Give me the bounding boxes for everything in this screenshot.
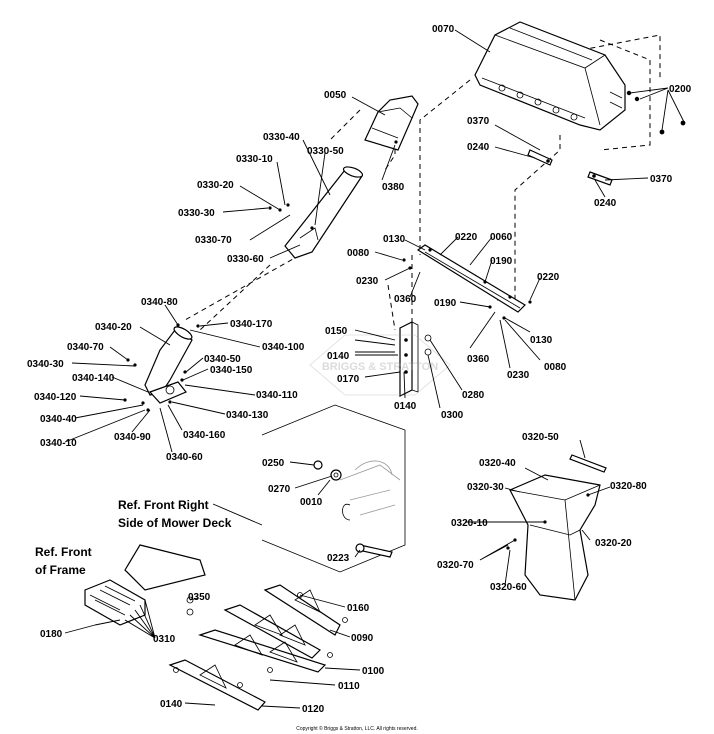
label-0130-top: 0130 bbox=[383, 234, 406, 245]
label-0240-left: 0240 bbox=[467, 142, 490, 153]
label-0340-100: 0340-100 bbox=[262, 342, 305, 353]
ref-front-frame-line2: of Frame bbox=[35, 563, 86, 577]
bracket-0280 bbox=[354, 321, 432, 397]
label-0230-right: 0230 bbox=[507, 370, 530, 381]
label-0240-right: 0240 bbox=[594, 198, 617, 209]
label-0250: 0250 bbox=[262, 458, 285, 469]
ref-front-frame-line1: Ref. Front bbox=[35, 545, 92, 559]
upper-tube-0330 bbox=[268, 166, 364, 259]
label-0200: 0200 bbox=[669, 84, 692, 95]
label-0330-70: 0330-70 bbox=[195, 235, 232, 246]
label-0340-160: 0340-160 bbox=[183, 430, 226, 441]
label-0370-left: 0370 bbox=[467, 116, 490, 127]
frame-assembly bbox=[84, 544, 206, 626]
label-0110: 0110 bbox=[338, 681, 360, 692]
label-0120: 0120 bbox=[302, 704, 325, 715]
label-0340-30: 0340-30 bbox=[27, 359, 64, 370]
label-0330-30: 0330-30 bbox=[178, 208, 215, 219]
label-0070: 0070 bbox=[432, 24, 455, 35]
chute-top-0050 bbox=[364, 95, 419, 151]
label-0140-blade: 0140 bbox=[160, 699, 183, 710]
label-0060: 0060 bbox=[490, 232, 513, 243]
label-0220-right: 0220 bbox=[537, 272, 560, 283]
label-0320-60: 0320-60 bbox=[490, 582, 527, 593]
leader-lines bbox=[64, 29, 685, 709]
label-0330-40: 0330-40 bbox=[263, 132, 300, 143]
label-0080-right: 0080 bbox=[544, 362, 567, 373]
label-0050: 0050 bbox=[324, 90, 347, 101]
lower-chute-0340 bbox=[123, 323, 200, 412]
label-0340-130: 0340-130 bbox=[226, 410, 269, 421]
label-0080-left: 0080 bbox=[347, 248, 370, 259]
collection-bag-0320 bbox=[506, 454, 607, 601]
label-0150: 0150 bbox=[325, 326, 348, 337]
label-0190-left: 0190 bbox=[434, 298, 457, 309]
label-0320-70: 0320-70 bbox=[437, 560, 474, 571]
label-0340-170: 0340-170 bbox=[230, 319, 273, 330]
label-0360-left: 0360 bbox=[394, 294, 417, 305]
clip-0370-right bbox=[587, 171, 613, 186]
label-0340-150: 0340-150 bbox=[210, 365, 253, 376]
label-0330-50: 0330-50 bbox=[307, 146, 344, 157]
label-0320-30: 0320-30 bbox=[467, 482, 504, 493]
inset-panel bbox=[261, 404, 406, 573]
part-labels: 0070 0200 0370 0240 0370 0240 0050 0380 … bbox=[27, 24, 692, 715]
blade-assemblies bbox=[168, 584, 348, 711]
label-0340-70: 0340-70 bbox=[67, 342, 104, 353]
label-0340-50: 0340-50 bbox=[204, 354, 241, 365]
label-0340-90: 0340-90 bbox=[114, 432, 151, 443]
label-0300: 0300 bbox=[441, 410, 464, 421]
label-0010: 0010 bbox=[300, 497, 323, 508]
clip-0370-left bbox=[527, 149, 553, 166]
label-0340-140: 0340-140 bbox=[72, 373, 115, 384]
label-0340-10: 0340-10 bbox=[40, 438, 77, 449]
label-0190-top: 0190 bbox=[490, 256, 513, 267]
label-0340-120: 0340-120 bbox=[34, 392, 77, 403]
ref-front-right-line2: Side of Mower Deck bbox=[118, 516, 232, 530]
label-0130-right: 0130 bbox=[530, 335, 553, 346]
label-0230-left: 0230 bbox=[356, 276, 379, 287]
label-0160: 0160 bbox=[347, 603, 370, 614]
label-0140-mid: 0140 bbox=[327, 351, 350, 362]
label-0270: 0270 bbox=[268, 484, 291, 495]
reference-notes: Ref. Front Right Side of Mower Deck Ref.… bbox=[35, 498, 232, 577]
label-0220-top: 0220 bbox=[455, 232, 478, 243]
label-0310: 0310 bbox=[153, 634, 176, 645]
label-0180: 0180 bbox=[40, 629, 63, 640]
label-0090: 0090 bbox=[351, 633, 374, 644]
label-0320-80: 0320-80 bbox=[610, 481, 647, 492]
label-0370-right: 0370 bbox=[650, 174, 673, 185]
label-0330-60: 0330-60 bbox=[227, 254, 264, 265]
label-0280: 0280 bbox=[462, 390, 485, 401]
ref-front-right-line1: Ref. Front Right bbox=[118, 498, 209, 512]
label-0340-20: 0340-20 bbox=[95, 322, 132, 333]
label-0140-bottom: 0140 bbox=[394, 401, 417, 412]
rail-0060 bbox=[402, 244, 532, 320]
label-0320-50: 0320-50 bbox=[522, 432, 559, 443]
label-0320-40: 0320-40 bbox=[479, 458, 516, 469]
label-0340-80: 0340-80 bbox=[141, 297, 178, 308]
watermark-text: BRIGGS & STRATTON bbox=[322, 361, 438, 373]
label-0330-20: 0330-20 bbox=[197, 180, 234, 191]
label-0380: 0380 bbox=[382, 182, 405, 193]
label-0320-10: 0320-10 bbox=[451, 518, 488, 529]
label-0320-20: 0320-20 bbox=[595, 538, 632, 549]
label-0360-right: 0360 bbox=[467, 354, 490, 365]
label-0170: 0170 bbox=[337, 374, 360, 385]
label-0223: 0223 bbox=[327, 553, 350, 564]
label-0340-60: 0340-60 bbox=[166, 452, 203, 463]
label-0350: 0350 bbox=[188, 592, 211, 603]
hardware-0200 bbox=[626, 90, 686, 135]
label-0340-40: 0340-40 bbox=[40, 414, 77, 425]
top-cover-0070 bbox=[474, 21, 626, 131]
label-0340-110: 0340-110 bbox=[256, 390, 298, 401]
label-0100: 0100 bbox=[362, 666, 385, 677]
watermark: BRIGGS & STRATTON bbox=[309, 334, 451, 396]
label-0330-10: 0330-10 bbox=[236, 154, 273, 165]
copyright-text: Copyright © Briggs & Stratton, LLC. All … bbox=[296, 725, 418, 732]
